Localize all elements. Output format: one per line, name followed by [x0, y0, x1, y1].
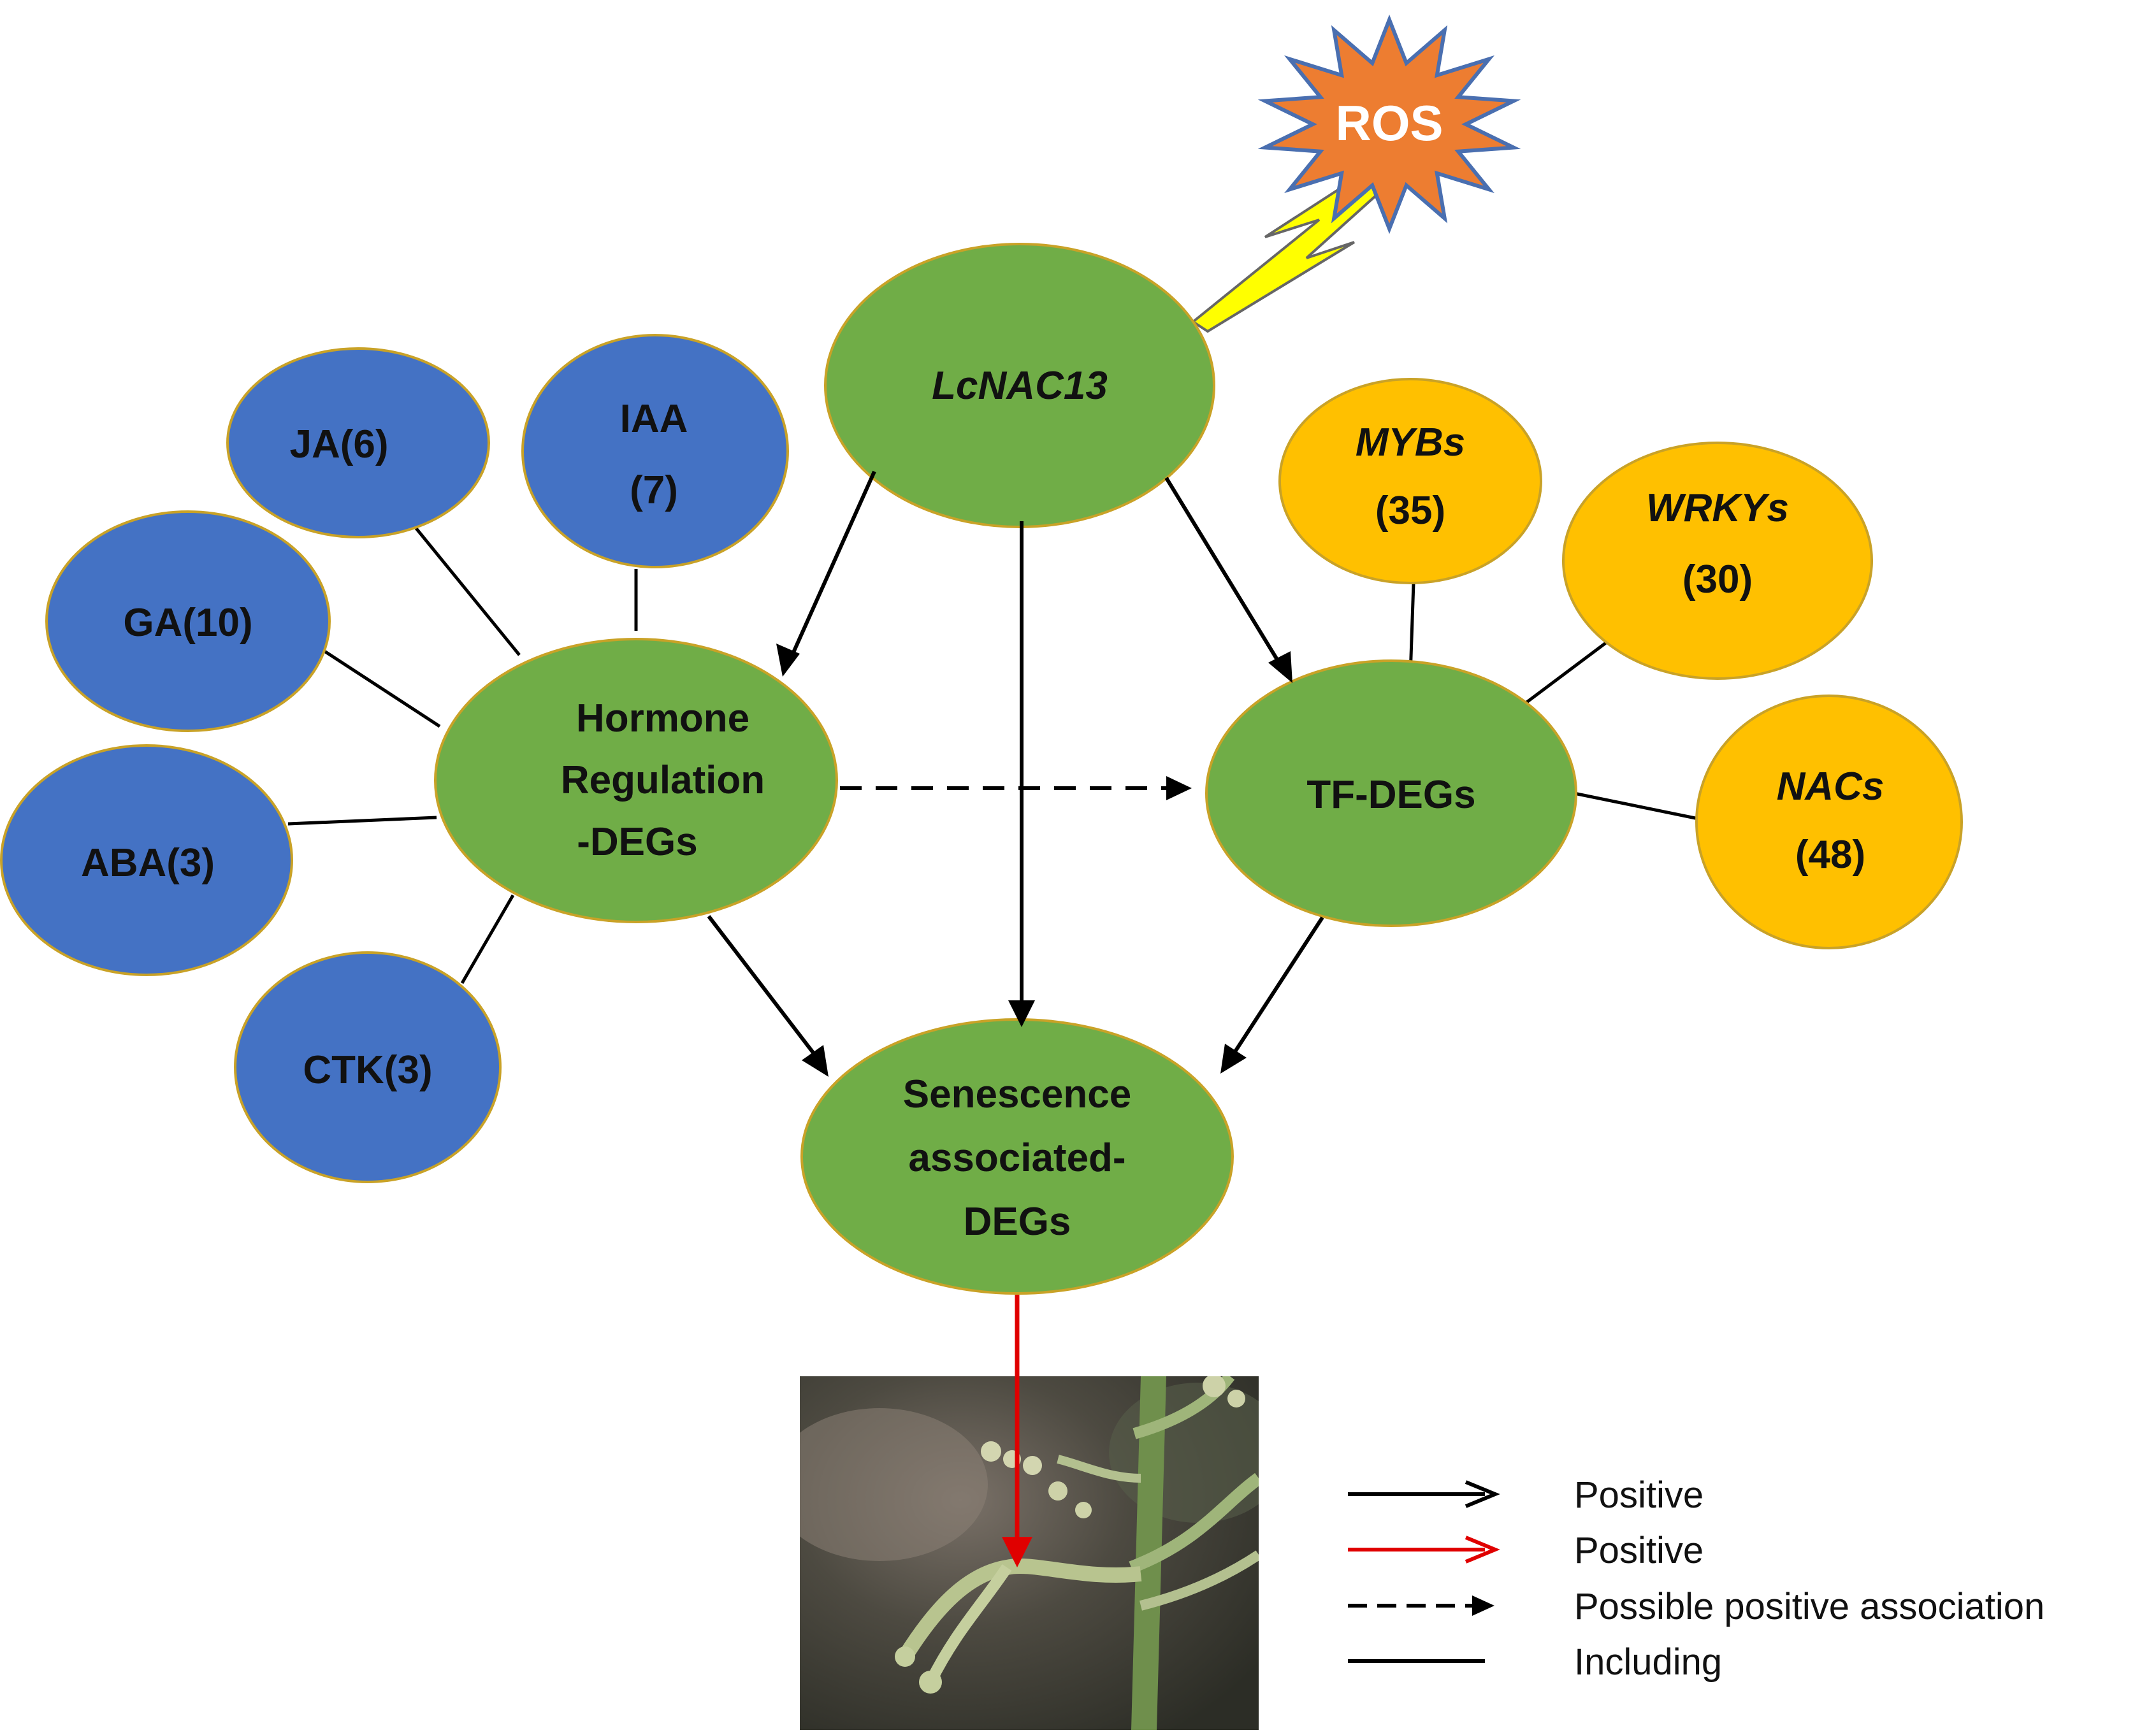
- ja-node: [226, 347, 490, 538]
- nacs-name: NACs: [1777, 765, 1885, 809]
- arrowhead: [802, 1045, 828, 1077]
- ros-label: ROS: [1335, 95, 1443, 151]
- mybs-count: (35): [1375, 489, 1445, 533]
- tf-degs-node: [1205, 659, 1577, 927]
- legend-item-possible-association: Possible positive association: [1348, 1586, 2044, 1627]
- senescence-label-line1: Senescence: [903, 1072, 1131, 1116]
- nacs-link-line: [1574, 791, 1699, 821]
- arrowhead: [776, 644, 800, 677]
- red-positive-arrow: [1002, 1295, 1032, 1567]
- wrkys-node: [1562, 442, 1873, 680]
- aba-label: ABA(3): [81, 841, 215, 885]
- ga-label: GA(10): [123, 601, 252, 645]
- arrow-hormone-to-senescence: [707, 915, 819, 1059]
- legend-label-positive-red: Positive: [1574, 1530, 1704, 1571]
- hormone-regulation-node: [434, 638, 838, 923]
- nacs-node: [1695, 695, 1963, 949]
- arrowhead: [1220, 1044, 1247, 1074]
- ros-burst-shape: [1257, 14, 1521, 234]
- legend-label-positive-black: Positive: [1574, 1474, 1704, 1516]
- iaa-label-line2: (7): [630, 468, 678, 512]
- hormone-label-line3: -DEGs: [577, 820, 697, 864]
- mybs-link-line: [1408, 582, 1415, 676]
- node-labels: LcNAC13 Hormone Regulation -DEGs TF-DEGs…: [81, 364, 1884, 1244]
- legend-label-possible-association: Possible positive association: [1574, 1586, 2044, 1627]
- arrowhead: [1008, 1000, 1035, 1027]
- mybs-name: MYBs: [1356, 421, 1465, 464]
- mybs-node: [1278, 378, 1542, 584]
- ctk-link-line: [460, 894, 515, 984]
- arrow-lcnac13-to-hormone: [788, 470, 876, 661]
- lightning-bolt-icon: [1190, 165, 1405, 333]
- iaa-label-line1: IAA: [620, 397, 688, 441]
- aba-link-line: [287, 816, 437, 826]
- legend-item-including: Including: [1348, 1641, 1722, 1683]
- ja-label: JA(6): [289, 422, 388, 466]
- leaf-photo: [800, 1376, 1259, 1730]
- tf-degs-label: TF-DEGs: [1306, 773, 1475, 817]
- hormone-label-line1: Hormone: [576, 696, 749, 740]
- ga-node: [45, 510, 331, 732]
- legend: Positive Positive Possible positive asso…: [1348, 1474, 2044, 1683]
- legend-item-positive-red: Positive: [1348, 1530, 1704, 1571]
- nodes: [0, 243, 1963, 1295]
- arrowhead: [1268, 651, 1292, 683]
- ga-link-line: [319, 647, 441, 728]
- aba-node: [0, 744, 293, 976]
- positive-arrows: [707, 470, 1324, 1077]
- wrkys-link-line: [1519, 630, 1623, 709]
- legend-label-including: Including: [1574, 1641, 1722, 1683]
- lcnac13-label: LcNAC13: [932, 364, 1108, 408]
- nacs-count: (48): [1795, 833, 1865, 877]
- legend-item-positive-black: Positive: [1348, 1474, 1704, 1516]
- iaa-node: [521, 334, 789, 568]
- ctk-label: CTK(3): [303, 1048, 432, 1092]
- senescence-label-line3: DEGs: [964, 1200, 1071, 1244]
- arrow-tf-to-senescence: [1231, 916, 1324, 1056]
- hormone-label-line2: Regulation: [561, 758, 765, 802]
- arrowhead: [1166, 776, 1192, 800]
- arrow-lcnac13-to-tf: [1164, 477, 1283, 667]
- wrkys-count: (30): [1682, 558, 1753, 601]
- ja-link-line: [414, 526, 521, 656]
- including-lines: [287, 526, 1699, 984]
- ctk-node: [234, 951, 502, 1183]
- ros-group: ROS: [1190, 14, 1521, 333]
- senescence-node: [800, 1018, 1234, 1295]
- wrkys-name: WRKYs: [1646, 486, 1789, 530]
- senescence-label-line2: associated-: [908, 1136, 1125, 1180]
